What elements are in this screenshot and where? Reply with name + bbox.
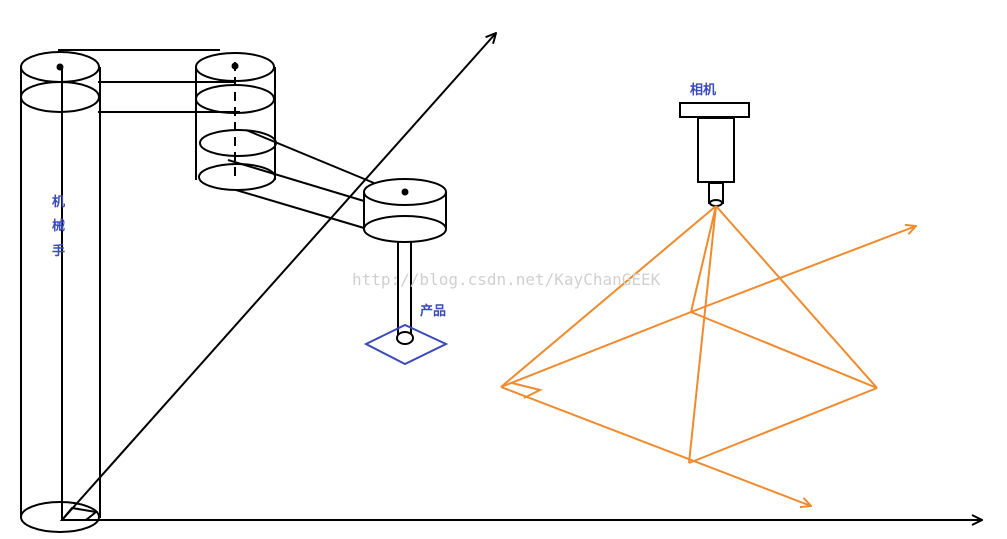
fov-ray-2	[715, 205, 878, 389]
robot-axes	[61, 33, 982, 521]
camera-body	[697, 117, 735, 183]
robot-axis-y	[61, 33, 496, 521]
camera-mount	[679, 102, 750, 118]
label-robot-arm-2: 械	[52, 218, 65, 234]
image-plane-edge-3	[688, 387, 878, 464]
camera-frame	[500, 205, 916, 506]
robot-link-1	[58, 49, 240, 113]
tool-tip	[396, 331, 414, 345]
camera-axis-v	[690, 226, 916, 313]
camera-axis-u	[500, 386, 811, 506]
robot-link-2	[227, 129, 375, 229]
right-angle-marker	[511, 382, 543, 399]
camera	[679, 102, 750, 207]
fov-ray-3	[688, 205, 717, 464]
robot-base	[20, 51, 101, 533]
fov-ray-4	[690, 205, 717, 313]
product-marker	[363, 323, 449, 366]
label-robot-arm-3: 手	[52, 243, 65, 259]
robot-end-effector	[363, 178, 447, 336]
image-plane-edge-2	[690, 311, 878, 389]
robot-joint-2	[195, 52, 277, 191]
label-robot-arm-1: 机	[52, 194, 65, 210]
label-product: 产品	[420, 303, 446, 319]
watermark: http://blog.csdn.net/KayChanGEEK	[352, 270, 661, 289]
fov-ray-1	[500, 205, 717, 388]
image-plane-edge-1	[500, 311, 692, 388]
base-bottom-ellipse	[20, 501, 100, 533]
label-camera: 相机	[690, 82, 716, 98]
product-diamond	[363, 323, 449, 366]
labels: 机 械 手 产品 相机 http://blog.csdn.net/KayChan…	[52, 82, 716, 319]
